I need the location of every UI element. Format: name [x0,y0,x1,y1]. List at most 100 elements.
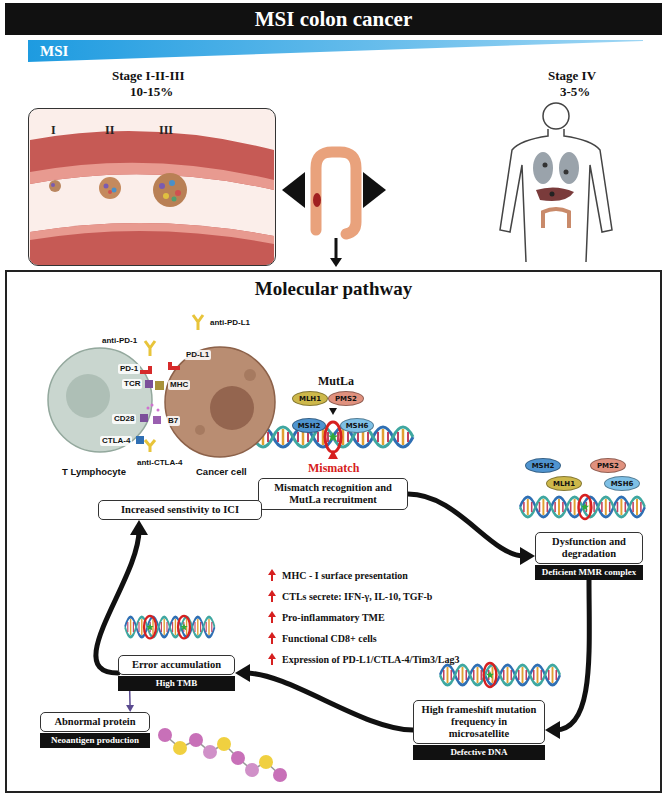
mismatch-dna [325,422,341,452]
t-lymphocyte [48,348,152,452]
colon-wall [29,109,275,265]
cell-name: T Lymphocyte [62,466,126,477]
accumulated-dna [178,616,190,639]
molecule-label: B7 [166,416,180,426]
colon-wall [30,131,274,190]
molecule-label: anti-CTLA-4 [135,458,184,468]
stage-number: III [159,123,173,137]
mismatch-dna [253,408,413,459]
pathway-panel: Molecular pathwayMLH1PMS2MSH2MSH6Mismatc… [5,270,662,793]
cell-name: Cancer cell [196,466,247,477]
protein-oval: MSH6 [340,418,374,433]
effect-item: Pro-inflammatory TME [282,612,385,624]
mismatch-dna [328,450,338,459]
protein-oval: PMS2 [328,391,364,406]
band-shape [28,40,643,62]
arrow-line [246,673,414,730]
protein-name: PMS2 [597,462,619,470]
receptors [145,341,155,356]
molecule-label: MHC [168,380,190,390]
increase-arrows [271,616,273,623]
molecule-label: PD-1 [118,364,140,374]
molecule-label: anti-PD-L1 [208,318,252,328]
arrow-head [126,705,134,712]
receptors [151,404,154,407]
human-figure [533,152,553,184]
cancer-cell [210,386,254,430]
protein-chain [165,735,280,775]
page-title: MSI colon cancer [5,3,662,35]
increase-arrows [268,569,276,665]
increase-arrows [271,574,273,581]
box-text: Dysfunction and degradation [535,532,643,564]
arrow-line [408,494,525,556]
percentage: 3-5% [560,84,590,100]
t-lymphocyte [48,348,152,452]
arrow-head [235,664,250,682]
receptors [153,416,161,424]
protein-name: PMS2 [335,395,357,403]
colon-wall [30,223,274,265]
receptors [193,315,203,330]
colon-icon [316,152,356,234]
t-lymphocyte [66,374,110,418]
protein-chain [273,768,287,782]
protein-name: MLH1 [299,395,321,403]
protein-chain [203,745,217,759]
colon-wall [112,188,117,193]
band-text: High TMB [118,676,235,691]
band-text: Deficient MMR complex [535,565,643,580]
increase-arrows [268,653,276,659]
colon-icon [313,152,356,234]
cancer-cell [165,347,275,457]
band-label: MSI [40,42,68,60]
box-text: Abnormal protein [40,712,150,732]
increase-arrows [268,632,276,638]
protein-chain [231,751,245,765]
protein-chain [217,737,231,751]
increase-arrows [271,658,273,665]
receptors [147,407,150,410]
effect-item: CTLs secrete: IFN-γ, IL-10, TGF-b [282,591,432,603]
degraded-dna [520,497,645,517]
colon-wall [49,180,61,192]
band-text: Defective DNA [413,745,545,760]
accumulated-dna [125,616,215,639]
colon-wall [30,163,274,190]
mismatch-dna [329,408,337,415]
human-figure [543,209,569,228]
colon-icon [313,193,321,207]
direction-triangle [363,172,386,208]
receptors [140,414,148,422]
protein-chain [259,755,273,769]
process-box: Mismatch recognition and MutLa recruitme… [258,478,408,510]
colon-wall [99,177,121,199]
flow-arrow [96,520,148,673]
protein-chain [245,763,259,777]
protein-oval: PMS2 [590,458,626,473]
accumulated-dna [125,617,215,637]
effect-item: MHC - I surface presentation [282,570,408,582]
arrow-head [520,547,535,565]
cancer-cell [244,369,256,381]
process-box: Error accumulationHigh TMB [118,655,235,691]
box-text: Increased senstivity to ICI [98,500,262,520]
human-figure [564,170,569,175]
human-figure [543,163,548,168]
colon-wall [172,197,177,202]
process-box: Abnormal proteinNeoantigen production [40,712,150,748]
band-shape [28,40,643,62]
box-text: Mismatch recognition and MutLa recruitme… [258,478,408,510]
arrow-line [129,691,131,707]
percentage: 10-15% [130,84,173,100]
colon-wall [175,190,181,196]
molecule-label: PD-L1 [184,350,211,360]
increase-arrows [268,590,276,596]
increase-arrows [268,611,276,617]
human-figure [500,129,612,262]
panel-heading: Molecular pathway [7,278,660,300]
protein-chain [158,728,172,742]
down-arrow [330,258,342,267]
process-box: High frameshift mutation frequency in mi… [413,700,545,760]
flow-arrow [126,691,134,712]
